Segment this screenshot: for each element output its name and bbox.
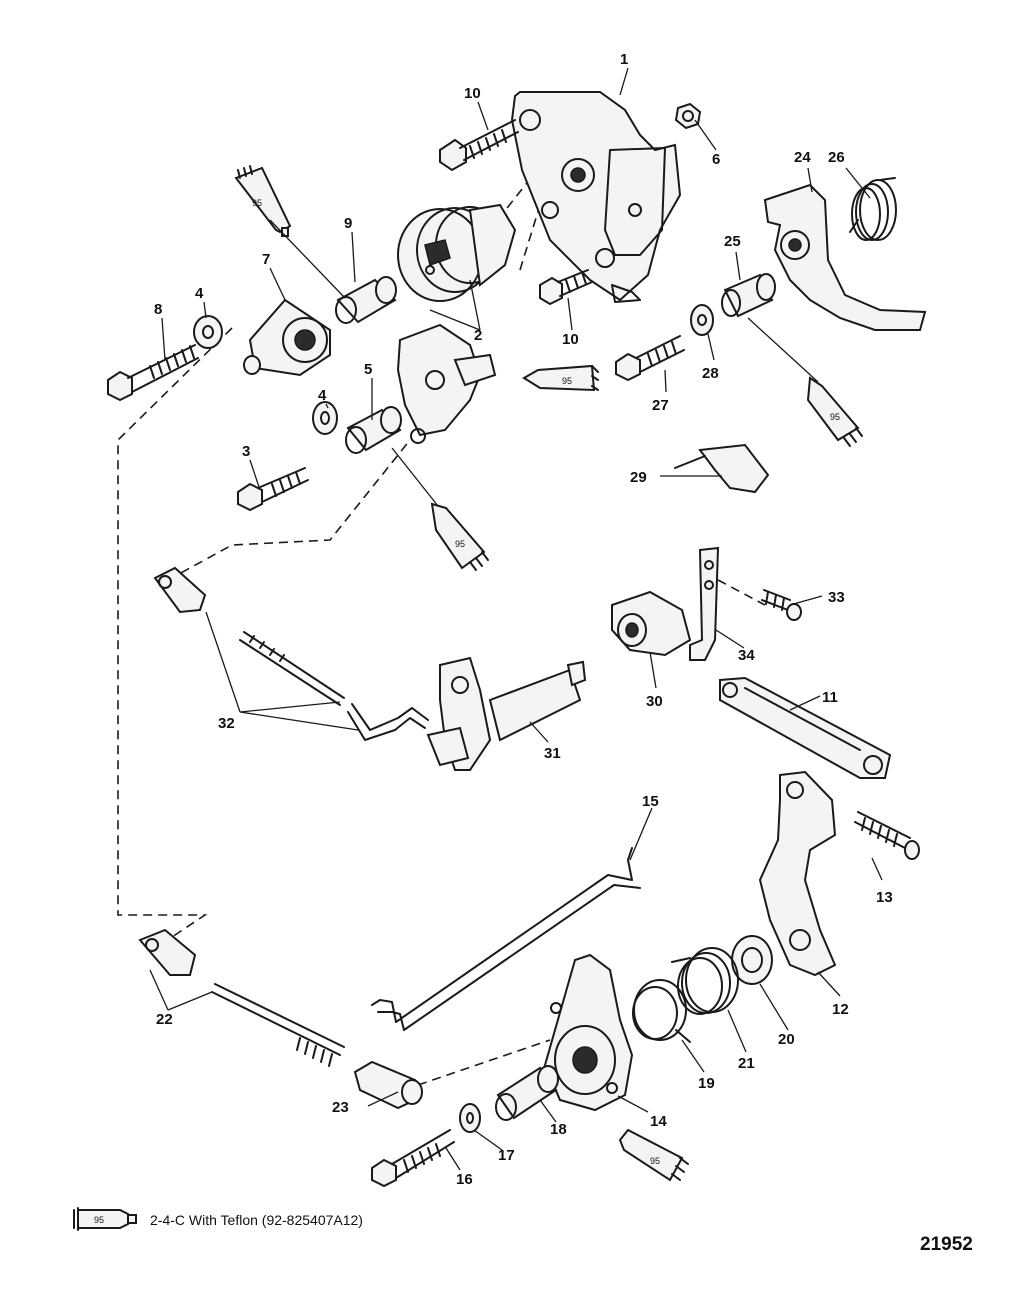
nut — [674, 102, 702, 130]
slider-bracket — [426, 656, 587, 771]
leader-lines — [149, 67, 883, 1171]
torsion-spring — [849, 177, 897, 241]
spring-clamp — [632, 979, 691, 1043]
callout-12: 12 — [832, 1001, 849, 1018]
svg-text:95: 95 — [650, 1156, 660, 1166]
washer — [459, 1103, 481, 1133]
bushing — [495, 1065, 559, 1121]
callout-14: 14 — [650, 1113, 667, 1130]
callout-24: 24 — [794, 149, 811, 166]
callout-2: 2 — [474, 327, 482, 344]
bushing — [721, 273, 776, 318]
coil-spring — [671, 947, 739, 1015]
hex-bolt — [237, 467, 309, 512]
cable-pivot — [611, 590, 692, 657]
barrel-connector — [353, 1060, 423, 1110]
callout-9: 9 — [344, 215, 352, 232]
callout-25: 25 — [724, 233, 741, 250]
assembly-dashed-line — [417, 1039, 551, 1086]
callout-10: 10 — [464, 85, 481, 102]
bushing — [335, 276, 397, 324]
callout-6: 6 — [712, 151, 720, 168]
callout-1: 1 — [620, 51, 628, 68]
drawing-number: 21952 — [920, 1234, 973, 1255]
bracket-strap — [689, 546, 720, 661]
callout-20: 20 — [778, 1031, 795, 1048]
flange-bolt — [439, 119, 519, 172]
routing-dashed-line — [117, 327, 233, 946]
throttle-cam — [543, 953, 634, 1112]
callout-7: 7 — [262, 251, 270, 268]
lubricant-tube-icon: 95 — [430, 502, 489, 571]
hex-bolt — [371, 1129, 455, 1188]
svg-text:95: 95 — [455, 539, 465, 549]
callout-29: 29 — [630, 469, 647, 486]
shift-rod — [371, 847, 641, 1031]
callout-23: 23 — [332, 1099, 349, 1116]
spark-advance-lever — [396, 323, 497, 444]
screw — [761, 589, 802, 621]
callout-18: 18 — [550, 1121, 567, 1138]
washer — [312, 401, 338, 435]
idle-lever — [243, 298, 331, 377]
callout-32: 32 — [218, 715, 235, 732]
callout-4: 4 — [195, 285, 204, 302]
lubricant-tube-icon: 95 — [522, 364, 599, 392]
callout-26: 26 — [828, 149, 845, 166]
callout-11: 11 — [822, 689, 838, 706]
callout-30: 30 — [646, 693, 663, 710]
lubricant-tube-icon: 95 — [234, 165, 292, 237]
legend: 95 2-4-C With Teflon (92-825407A12) — [73, 1207, 363, 1231]
svg-text:95: 95 — [94, 1215, 104, 1225]
callout-17: 17 — [498, 1147, 515, 1164]
bushing — [345, 406, 402, 454]
callout-8: 8 — [154, 301, 162, 318]
callout-33: 33 — [828, 589, 845, 606]
lubricant-tube-icon: 95 — [73, 1207, 137, 1231]
hex-bolt — [615, 335, 685, 382]
legend-text: 2-4-C With Teflon (92-825407A12) — [150, 1212, 363, 1228]
screw — [854, 811, 920, 860]
callout-4: 4 — [318, 387, 327, 404]
pivot-arm — [758, 770, 837, 977]
link-arm — [719, 676, 892, 779]
callout-21: 21 — [738, 1055, 755, 1072]
callout-10: 10 — [562, 331, 579, 348]
svg-text:95: 95 — [252, 198, 262, 208]
callout-15: 15 — [642, 793, 659, 810]
callout-5: 5 — [364, 361, 372, 378]
link-rod-set — [153, 566, 429, 741]
callout-28: 28 — [702, 365, 719, 382]
throttle-arm — [763, 183, 927, 331]
svg-text:95: 95 — [830, 412, 840, 422]
hex-bolt — [107, 344, 199, 402]
lubricant-tube-icon: 95 — [618, 1128, 689, 1182]
assembly-dashed-line — [717, 579, 766, 606]
lubricant-tube-icon: 95 — [806, 376, 863, 447]
callout-3: 3 — [242, 443, 250, 460]
svg-text:95: 95 — [562, 376, 572, 386]
main-bracket-plate — [510, 91, 682, 303]
throttle-cam-drum — [397, 203, 517, 302]
rod-end-set — [138, 928, 345, 1067]
assembly-dashed-line — [167, 439, 411, 581]
callout-22: 22 — [156, 1011, 173, 1028]
washer — [690, 304, 714, 336]
callout-16: 16 — [456, 1171, 473, 1188]
callout-27: 27 — [652, 397, 669, 414]
link-clip — [674, 443, 770, 494]
callout-34: 34 — [738, 647, 755, 664]
callout-19: 19 — [698, 1075, 715, 1092]
washer — [193, 315, 223, 349]
callout-31: 31 — [544, 745, 561, 762]
callout-13: 13 — [876, 889, 893, 906]
flange-bolt — [539, 269, 593, 306]
